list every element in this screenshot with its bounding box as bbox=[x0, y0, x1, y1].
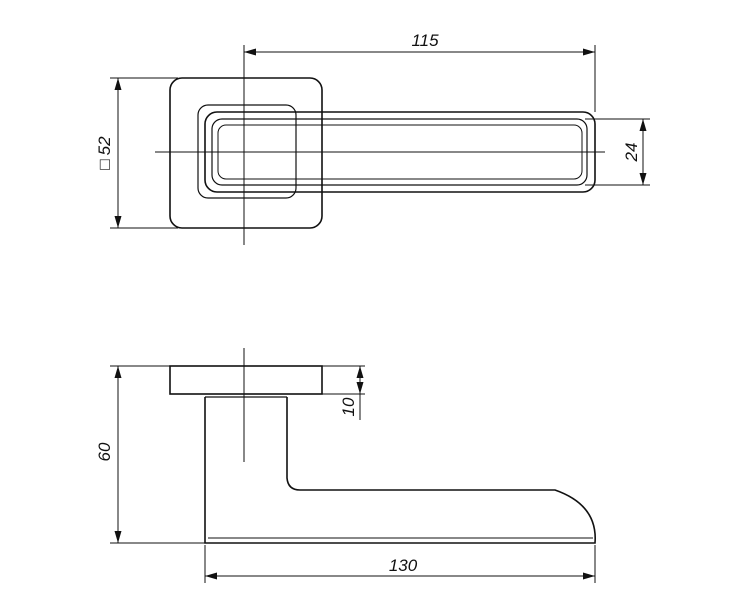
dim-115-arrow-left bbox=[244, 48, 256, 56]
rosette-plate-outline bbox=[169, 365, 323, 395]
dim-10-arrow-top bbox=[356, 366, 364, 378]
dim-52-label: □ 52 bbox=[95, 136, 114, 170]
rosette-outer-outline bbox=[169, 77, 323, 229]
dim-115-arrow-right bbox=[583, 48, 595, 56]
dim-52-arrow-top bbox=[114, 78, 122, 90]
dim-60-label: 60 bbox=[95, 442, 114, 461]
dim-130-arrow-right bbox=[583, 572, 595, 580]
dim-130-arrow-left bbox=[205, 572, 217, 580]
dim-130-label: 130 bbox=[389, 556, 418, 575]
dim-24-label: 24 bbox=[622, 143, 641, 163]
dim-60-arrow-bottom bbox=[114, 531, 122, 543]
top-view: 115 □ 52 24 bbox=[95, 31, 650, 245]
dim-24-arrow-top bbox=[639, 119, 647, 131]
dim-52-arrow-bottom bbox=[114, 216, 122, 228]
dim-10-arrow-bottom bbox=[356, 382, 364, 394]
dim-52-value: 52 bbox=[95, 136, 114, 155]
dim-10-label: 10 bbox=[339, 397, 358, 416]
dim-115-label: 115 bbox=[411, 31, 439, 50]
square-symbol: □ bbox=[95, 159, 114, 169]
side-view: 10 60 130 bbox=[95, 348, 596, 583]
dim-60-arrow-top bbox=[114, 366, 122, 378]
handle-side-outline bbox=[204, 397, 596, 544]
dim-24-arrow-bottom bbox=[639, 173, 647, 185]
